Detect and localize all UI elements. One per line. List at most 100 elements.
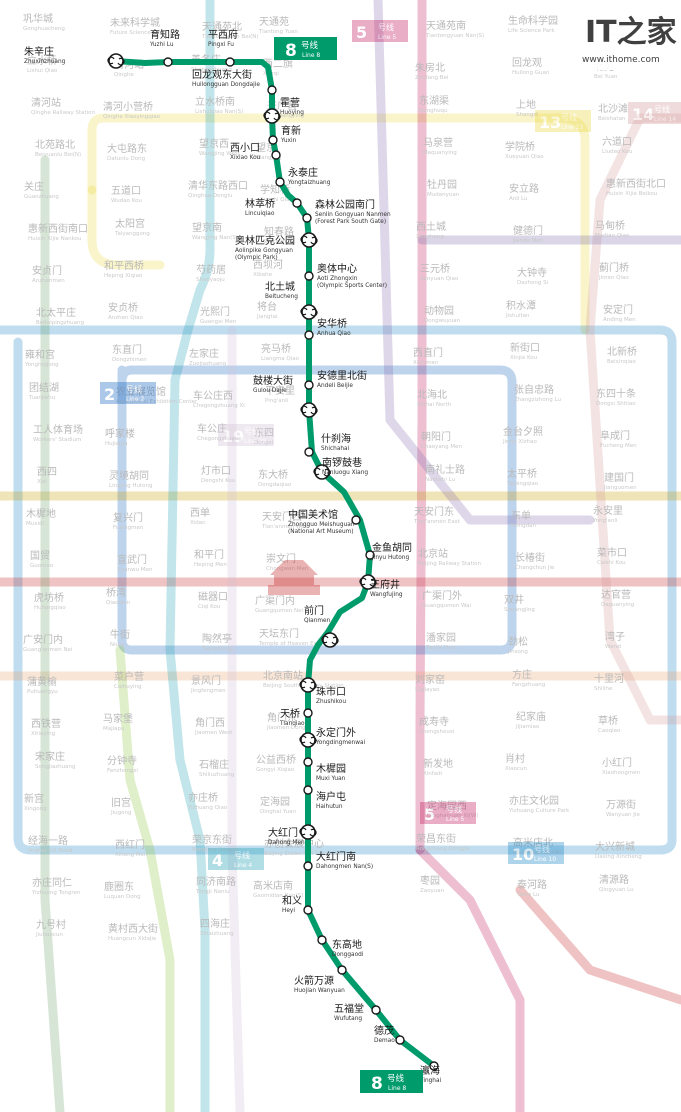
station-name-en: Anhua Qiao [317,331,351,337]
background-station-en: Dinghai Yuan [260,809,296,815]
background-station-en: Qinghua Donglu [188,193,233,199]
background-station-en: Dongzhimen [112,357,147,363]
station-name: 五福堂 [334,1002,364,1015]
background-station-name: 灯市口 [201,464,231,477]
station-name-en: Aoti Zhongxin [317,276,358,282]
station-name-en: Lincuiqiao [245,211,275,217]
background-station-name: 立水桥南 [195,95,235,108]
background-badge-number: 5 [424,805,435,824]
station-name: 林萃桥 [245,197,275,210]
background-station-name: 望京南 [192,221,222,234]
background-station-en: Caoqiao [598,728,621,734]
station-name: 什刹海 [321,432,351,445]
background-station: 崇文门Chongwen Men [266,552,309,572]
background-station-en: Taoranting [201,646,231,652]
background-station-en: Temple of Heaven East Gate [258,641,338,647]
background-station-name: 亦庄桥 [188,791,218,804]
background-station-name: 亦庄同仁 [32,876,72,889]
station-name-en: Huoying [280,110,304,116]
background-station-en: Taiyanggong [114,231,150,237]
background-station-en: Gaomidian Bei(N) [513,850,562,856]
station-dot [303,905,313,915]
background-station-name: 未来科学城 [110,16,160,29]
background-station-name: 天安门西 [262,510,302,523]
station-dot [163,57,173,67]
background-station-name: 知春路 [264,225,294,238]
background-station-en: Chegongzhuang Xi [193,403,245,409]
station-name: 大红门南 [316,850,356,863]
background-station-name: 陶然亭 [202,632,232,645]
background-station-name: 西单 [190,507,210,519]
background-station-name: 北海北 [417,388,447,401]
background-station-en: Madian Qiao [595,233,630,239]
background-station-name: 清河小营桥 [103,100,153,113]
station-name-en: Qianmen [304,618,331,624]
background-badge-en: Line 5 [446,816,464,823]
background-line-5-south [415,845,525,1112]
background-station-en: Sihaizhuang [200,931,234,937]
background-station-name: 荣昌东街 [416,832,456,845]
background-station-en: Zhichun Lu [264,239,294,245]
transfer-station-icon [301,232,317,248]
background-station-name: 分钟寺 [107,754,137,767]
background-station-en: Liujiayao [415,687,440,693]
station-name: 森林公园南门 [315,198,375,211]
background-station-en: Xidan [190,520,206,526]
background-station-en: Shangezhuang [191,67,232,73]
background-station-name: 旧宫 [111,796,131,809]
background-station-en: Fenzhongsi [107,768,138,774]
background-station-en: Majiapu [103,726,125,732]
